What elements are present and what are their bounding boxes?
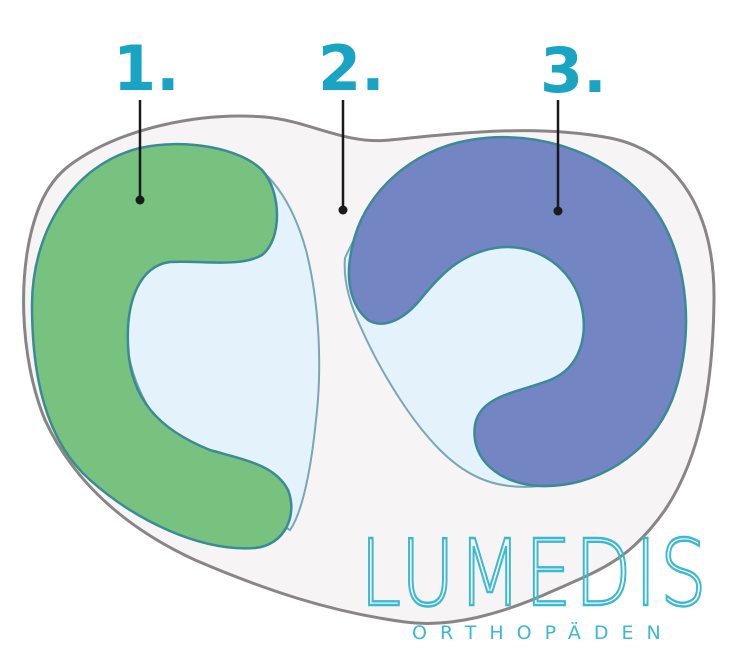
medial-meniscus: [30, 142, 293, 550]
lateral-meniscus: [347, 136, 688, 488]
label-1: 1.: [113, 32, 180, 105]
logo-wordmark: LUMEDIS: [360, 520, 710, 627]
leader-dot-1: [135, 195, 145, 205]
label-3: 3.: [540, 34, 607, 107]
leader-dot-2: [338, 205, 348, 215]
logo-tagline: ORTHOPÄDEN: [412, 621, 674, 644]
label-2: 2.: [318, 32, 385, 105]
lumedis-logo: LUMEDIS ORTHOPÄDEN: [359, 519, 710, 644]
leader-dot-3: [553, 206, 563, 216]
